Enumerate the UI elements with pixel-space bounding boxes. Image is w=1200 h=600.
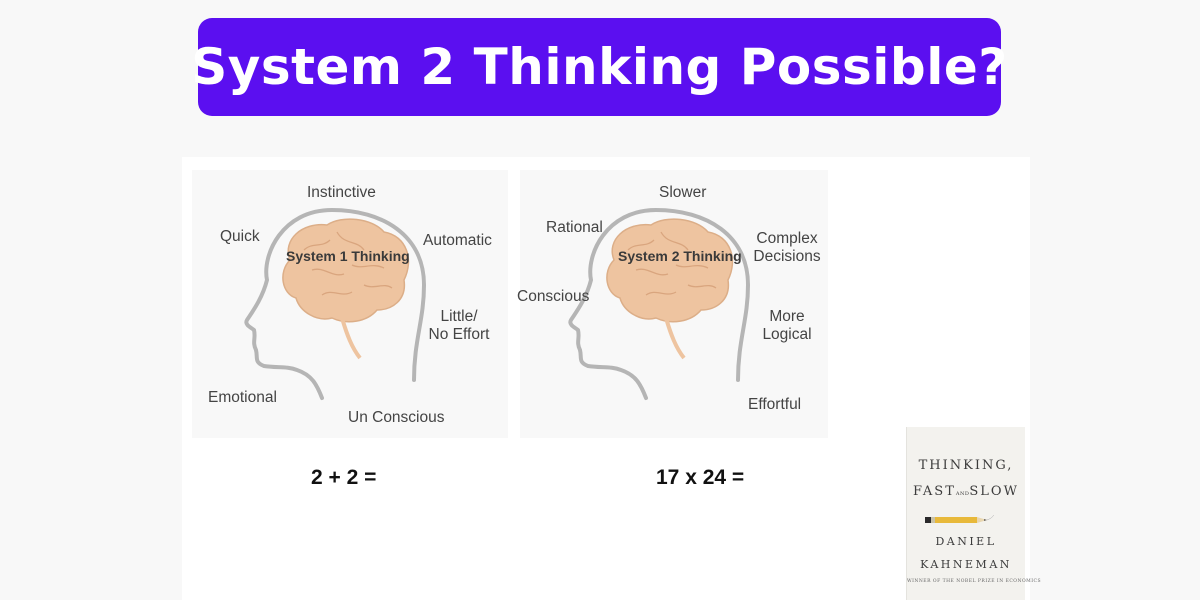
- system1-diagram: [192, 170, 508, 438]
- label-automatic: Automatic: [423, 232, 492, 249]
- label-effortful: Effortful: [748, 396, 802, 413]
- book-title-slow: SLOW: [969, 484, 1019, 499]
- system1-label: System 1 Thinking: [286, 248, 410, 264]
- brain-folds: [303, 231, 393, 296]
- book-subtitle: WINNER OF THE NOBEL PRIZE IN ECONOMICS: [907, 579, 1042, 584]
- label-more-logical: More Logical: [757, 308, 817, 344]
- equation-simple: 2 + 2 =: [311, 466, 377, 489]
- system2-diagram: [520, 170, 828, 438]
- label-quick: Quick: [220, 228, 260, 245]
- book-title-and: AND: [955, 491, 970, 497]
- book-author-last: KAHNEMAN: [920, 558, 1012, 571]
- head-outline: [568, 207, 751, 400]
- label-emotional: Emotional: [208, 389, 277, 406]
- brain-stem: [340, 317, 362, 360]
- book-title-line1: THINKING,: [918, 458, 1014, 473]
- label-little-effort-line1: Little/: [440, 308, 478, 325]
- head-brain-illustration: [568, 207, 751, 400]
- label-rational: Rational: [546, 219, 603, 236]
- label-complex-decisions: Complex Decisions: [752, 230, 822, 266]
- label-conscious: Conscious: [517, 288, 590, 305]
- title-banner: System 2 Thinking Possible?: [191, 18, 1007, 116]
- label-little-effort: Little/ No Effort: [426, 308, 492, 344]
- brain-shape: [606, 218, 734, 323]
- label-logical-line1: More: [769, 308, 805, 325]
- book-title-fast: FAST: [913, 484, 956, 499]
- head-outline: [244, 207, 427, 400]
- brain-shape: [282, 218, 410, 323]
- book-author-first: DANIEL: [935, 535, 997, 548]
- brain-stem: [664, 317, 686, 360]
- label-instinctive: Instinctive: [307, 184, 376, 201]
- label-logical-line2: Logical: [762, 326, 812, 343]
- book-cover: THINKING, FASTANDSLOW DANIEL KAHNEMAN WI…: [906, 427, 1042, 600]
- page-title: System 2 Thinking Possible?: [191, 38, 1008, 96]
- head-brain-illustration: [244, 207, 427, 400]
- brain-folds: [627, 231, 717, 296]
- label-slower: Slower: [659, 184, 707, 201]
- system2-label: System 2 Thinking: [618, 248, 742, 264]
- label-complex-line2: Decisions: [753, 248, 821, 265]
- pencil-icon: [925, 515, 994, 523]
- book-title-line2: FASTANDSLOW: [907, 484, 1025, 499]
- label-unconscious: Un Conscious: [348, 409, 445, 426]
- label-little-effort-line2: No Effort: [428, 326, 490, 343]
- label-complex-line1: Complex: [756, 230, 818, 247]
- equation-complex: 17 x 24 =: [656, 466, 745, 489]
